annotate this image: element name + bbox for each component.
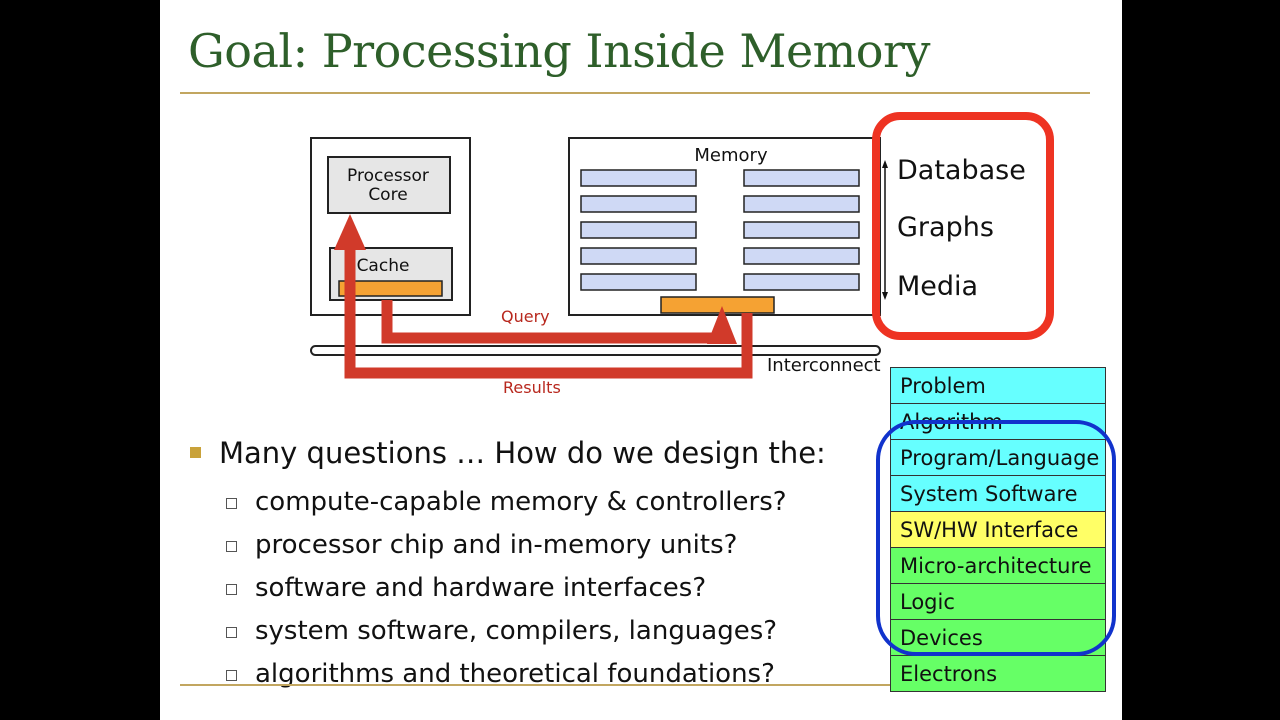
results-arrow (344, 248, 753, 379)
sub-bullet: compute-capable memory & controllers? (226, 480, 787, 523)
cache-buffer (338, 280, 443, 297)
memory-bank (580, 247, 697, 265)
sub-bullet-text: processor chip and in-memory units? (255, 529, 738, 560)
processor-core-label-line2: Core (368, 185, 407, 205)
sub-bullet-marker-icon (226, 541, 237, 552)
memory-label: Memory (694, 145, 768, 166)
sub-bullet-marker-icon (226, 584, 237, 595)
layer-micro-architecture: Micro-architecture (890, 547, 1106, 584)
layer-electrons: Electrons (890, 655, 1106, 692)
processor-core-label-line1: Processor (347, 166, 429, 186)
sub-bullet-marker-icon (226, 627, 237, 638)
sub-bullet-text: system software, compilers, languages? (255, 615, 778, 646)
memory-bank (743, 169, 860, 187)
memory-buffer (660, 296, 775, 314)
system-diagram: Processor Core Cache Memory Interconnect (310, 137, 881, 397)
layer-problem: Problem (890, 367, 1106, 404)
sub-bullet: algorithms and theoretical foundations? (226, 652, 787, 695)
abstraction-stack: Problem Algorithm Program/Language Syste… (890, 367, 1106, 692)
sub-bullet-marker-icon (226, 670, 237, 681)
memory-bank (580, 169, 697, 187)
layer-sw-hw-interface: SW/HW Interface (890, 511, 1106, 548)
bullet-marker-icon (190, 446, 201, 458)
query-label: Query (501, 307, 550, 326)
memory-bank (580, 273, 697, 291)
query-arrow (381, 300, 722, 344)
abstraction-highlight-ring (876, 420, 1116, 656)
sub-bullet-text: algorithms and theoretical foundations? (255, 658, 775, 689)
sub-bullet: system software, compilers, languages? (226, 609, 787, 652)
sub-bullet: software and hardware interfaces? (226, 566, 787, 609)
applications-highlight-box (872, 112, 1054, 340)
results-label: Results (503, 378, 561, 397)
results-arrowhead (334, 214, 366, 250)
application-database: Database (897, 155, 1026, 186)
sub-bullet-list: compute-capable memory & controllers? pr… (226, 480, 787, 695)
title-rule (180, 92, 1090, 94)
application-media: Media (897, 271, 979, 302)
sub-bullet: processor chip and in-memory units? (226, 523, 787, 566)
memory-bank (580, 221, 697, 239)
processor-core-box (327, 156, 451, 214)
memory-bank (743, 195, 860, 213)
main-bullet-text: Many questions … How do we design the: (219, 436, 826, 470)
layer-program-language: Program/Language (890, 439, 1106, 476)
main-bullet: Many questions … How do we design the: (190, 436, 826, 470)
double-arrow-icon (882, 160, 888, 300)
memory-banks-left (580, 169, 697, 291)
slide-title: Goal: Processing Inside Memory (188, 24, 930, 78)
bottom-rule (180, 684, 1090, 686)
interconnect-label: Interconnect (767, 355, 881, 376)
interconnect-bus (310, 345, 881, 356)
layer-system-software: System Software (890, 475, 1106, 512)
cache-label: Cache (357, 256, 410, 276)
slide: Goal: Processing Inside Memory Processor… (160, 0, 1122, 720)
sub-bullet-text: software and hardware interfaces? (255, 572, 707, 603)
memory-bank (743, 247, 860, 265)
memory-banks-right (743, 169, 860, 291)
memory-bank (580, 195, 697, 213)
memory-bank (743, 273, 860, 291)
memory-bank (743, 221, 860, 239)
layer-logic: Logic (890, 583, 1106, 620)
query-arrowhead (707, 306, 737, 344)
sub-bullet-marker-icon (226, 498, 237, 509)
application-graphs: Graphs (897, 212, 994, 243)
sub-bullet-text: compute-capable memory & controllers? (255, 486, 787, 517)
